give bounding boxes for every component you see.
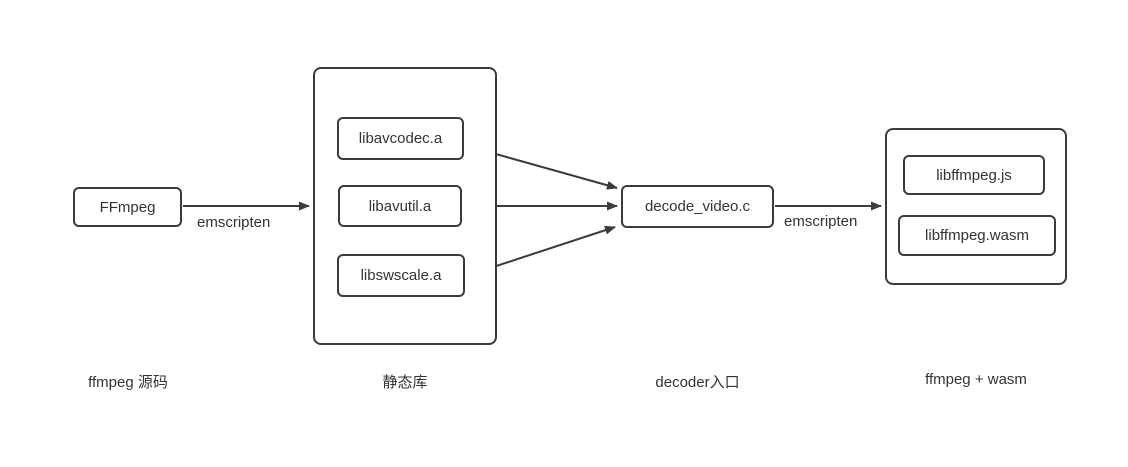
- node-ffmpeg-source: FFmpeg: [73, 187, 182, 227]
- node-libffmpeg-js-label: libffmpeg.js: [936, 166, 1012, 184]
- node-libavutil-label: libavutil.a: [368, 197, 432, 215]
- node-libffmpeg-js: libffmpeg.js: [903, 155, 1045, 195]
- arrow-libavcodec-to-decoder: [477, 148, 618, 190]
- node-libavcodec: libavcodec.a: [337, 117, 464, 160]
- caption-static-libs: 静态库: [382, 374, 428, 391]
- node-libavcodec-label: libavcodec.a: [358, 130, 443, 147]
- caption-wasm-output: ffmpeg + wasm: [925, 371, 1027, 388]
- node-libavutil: libavutil.a: [338, 185, 462, 227]
- caption-ffmpeg-source: ffmpeg 源码: [88, 374, 168, 391]
- edge-label-emscripten-left: emscripten: [197, 214, 271, 231]
- node-libffmpeg-wasm: libffmpeg.wasm: [898, 215, 1056, 256]
- caption-decoder-entry: decoder入口: [655, 374, 740, 391]
- node-ffmpeg-source-label: FFmpeg: [99, 198, 156, 216]
- node-decode-video: decode_video.c: [621, 185, 774, 228]
- node-decode-video-label: decode_video.c: [644, 198, 751, 215]
- edge-label-emscripten-right: emscripten: [784, 213, 858, 230]
- node-libswscale: libswscale.a: [337, 254, 465, 297]
- group-wasm-output: [885, 128, 1067, 285]
- arrow-libswscale-to-decoder: [477, 225, 616, 273]
- node-libffmpeg-wasm-label: libffmpeg.wasm: [925, 227, 1029, 244]
- node-libswscale-label: libswscale.a: [360, 267, 442, 284]
